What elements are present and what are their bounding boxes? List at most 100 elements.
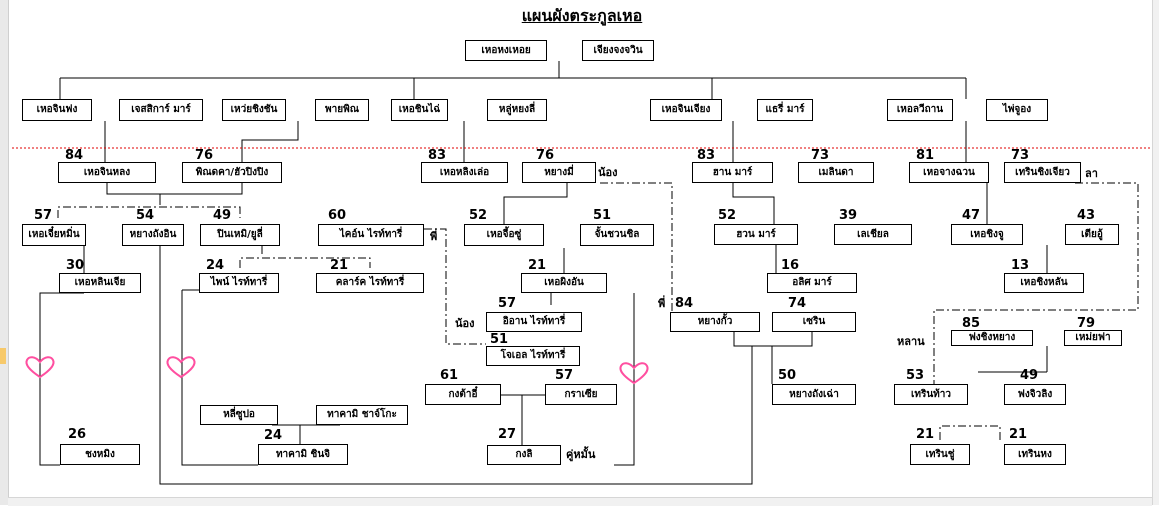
person-p15: เหอหลิงเล่อ — [421, 162, 508, 183]
heart-icon — [25, 356, 55, 379]
person-p21: เหอเจี๋ยหมิ่น — [22, 224, 86, 246]
person-p25: เหอจี้อซู่ — [464, 224, 544, 246]
person-p18: เมลินดา — [798, 162, 874, 183]
age-p25: 52 — [469, 208, 488, 223]
age-p31: 30 — [66, 258, 85, 273]
age-p41: 85 — [962, 316, 981, 331]
age-p16: 76 — [536, 148, 555, 163]
age-p47: 49 — [1020, 368, 1039, 383]
person-p46: เทรินท้าว — [894, 384, 968, 405]
person-p3: เหอจินฟง — [22, 99, 92, 121]
person-p7: เหอชินไฉ่ — [391, 99, 448, 121]
age-p33: 21 — [330, 258, 349, 273]
age-p15: 83 — [428, 148, 447, 163]
age-p27: 52 — [718, 208, 737, 223]
person-p30: เตียอู้ — [1065, 224, 1119, 245]
person-p8: หลู่หยงลี่ — [487, 99, 547, 121]
person-p4: เจสสิการ์ มาร์ — [119, 99, 203, 121]
person-p24: ไคอ์น ไรท์ทารี่ — [318, 224, 424, 246]
note-la: ลา — [1085, 167, 1098, 180]
person-p44: กราเซีย — [545, 384, 617, 405]
sheet-bottom-bar — [8, 497, 1152, 506]
sheet-row-header — [0, 0, 9, 505]
age-p17: 83 — [697, 148, 716, 163]
person-p35: อลิศ มาร์ — [767, 273, 857, 293]
person-p6: พายพิณ — [315, 99, 369, 121]
age-p26: 51 — [593, 208, 612, 223]
person-p2: เจียงจงจวิน — [582, 40, 654, 61]
age-p29: 47 — [962, 208, 981, 223]
age-p42: 79 — [1077, 316, 1096, 331]
note-nong2: น้อง — [455, 317, 475, 330]
age-p51: 27 — [498, 427, 517, 442]
person-p49: ทาคามิ ชาจ์โกะ — [316, 405, 408, 425]
person-p52: เทรินชู่ — [910, 444, 970, 465]
person-p39: หยางกั้ว — [670, 312, 760, 332]
person-p11: เหอลวีถาน — [887, 99, 953, 121]
person-p53: เทรินหง — [1004, 444, 1066, 465]
note-nong1: น้อง — [598, 166, 618, 179]
person-p33: คลาร์ค ไรท์ทารี่ — [316, 273, 424, 293]
person-p47: ฟงจิวลิง — [1004, 384, 1066, 405]
age-p45: 50 — [778, 368, 797, 383]
person-p34: เหอผิงอัน — [521, 273, 607, 293]
age-p46: 53 — [906, 368, 925, 383]
age-p43: 61 — [440, 368, 459, 383]
person-p37: อิอาน ไรท์ทารี่ — [486, 312, 582, 332]
person-p10: แธรี่ มาร์ — [757, 99, 813, 121]
heart-icon — [166, 356, 196, 379]
person-p42: เหม่ยฟา — [1064, 330, 1122, 346]
age-p19: 81 — [916, 148, 935, 163]
heart-icon — [619, 362, 649, 385]
age-p50: 24 — [264, 428, 283, 443]
person-p31: เหอหลินเจีย — [59, 273, 141, 293]
person-p51: กงลิ — [487, 445, 561, 465]
person-p5: เหว่ยชิงชัน — [222, 99, 286, 121]
person-p40: เซริน — [772, 312, 856, 332]
person-p23: ปินเหมิ/ยูลี่ — [200, 224, 280, 246]
note-pi1: พี่ — [430, 230, 438, 243]
age-p14: 76 — [195, 148, 214, 163]
age-p22: 54 — [136, 208, 155, 223]
person-p28: เลเชียล — [834, 224, 912, 245]
person-p29: เหอชิงจู — [951, 224, 1023, 245]
person-p19: เหอจางฉวน — [909, 162, 989, 183]
person-p26: จั้นชวนชิล — [580, 224, 654, 246]
note-khumun: คู่หมั้น — [566, 448, 596, 461]
person-p54: ชงหมิง — [60, 444, 140, 465]
person-p36: เหอชิงหลัน — [1004, 273, 1084, 293]
person-p16: หยางมี่ — [522, 162, 596, 183]
person-p38: โจเอล ไรท์ทารี่ — [486, 346, 580, 366]
age-p40: 74 — [788, 296, 807, 311]
person-p27: ฮวน มาร์ — [714, 224, 798, 245]
age-p21: 57 — [34, 208, 53, 223]
person-p12: ไพ่จูอง — [986, 99, 1048, 121]
person-p43: กงต้าอี๋ — [425, 384, 501, 405]
age-p53: 21 — [1009, 427, 1028, 442]
person-p41: ฟงชิงหยาง — [951, 330, 1033, 346]
age-p13: 84 — [65, 148, 84, 163]
age-p38: 51 — [490, 332, 509, 347]
age-p30: 43 — [1077, 208, 1096, 223]
age-p23: 49 — [213, 208, 232, 223]
selected-row-marker — [0, 348, 6, 364]
age-p52: 21 — [916, 427, 935, 442]
chart-title: แผนผังตระกูลเหอ — [521, 6, 643, 25]
age-p36: 13 — [1011, 258, 1030, 273]
person-p22: หยางถังอิน — [122, 224, 184, 246]
person-p14: พิณดคา/ฮัวปิงปิง — [182, 162, 282, 183]
person-p13: เหอจินหลง — [58, 162, 156, 183]
person-p20: เทรินชิงเจียว — [1004, 162, 1081, 183]
person-p45: หยางถังเฉ่า — [772, 384, 856, 405]
age-p54: 26 — [68, 427, 87, 442]
person-p9: เหอจินเจียง — [650, 99, 722, 121]
age-p34: 21 — [528, 258, 547, 273]
person-p48: หลี่ซูปอ — [200, 405, 278, 425]
sheet-scrollbar[interactable] — [1152, 0, 1159, 505]
age-p37: 57 — [498, 296, 517, 311]
age-p28: 39 — [839, 208, 858, 223]
age-p44: 57 — [555, 368, 574, 383]
age-p20: 73 — [1011, 148, 1030, 163]
person-p32: ไพน์ ไรท์ทารี่ — [199, 273, 279, 293]
